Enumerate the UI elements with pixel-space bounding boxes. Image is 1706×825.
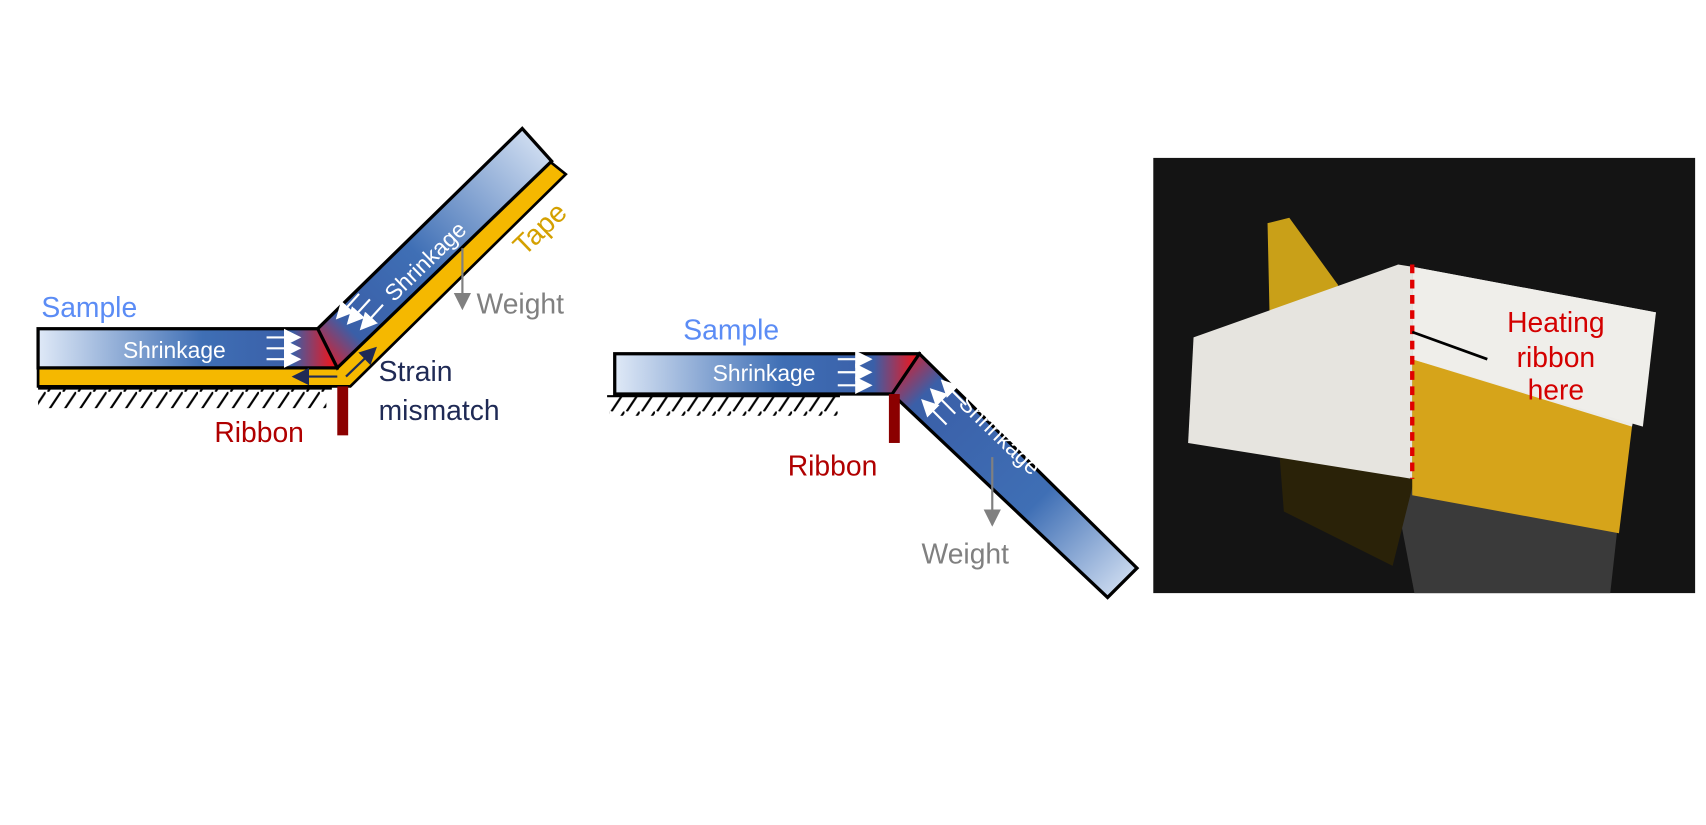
- ribbon-label: Ribbon: [214, 416, 304, 448]
- left-panel: [1188, 264, 1413, 479]
- ribbon-heater: [888, 394, 900, 443]
- pointer-line: [1411, 330, 1488, 361]
- shrinkage-label: Shrinkage: [713, 360, 816, 386]
- sample-label: Sample: [41, 291, 137, 323]
- ground-hatch: [609, 396, 838, 416]
- shrinkage-arrows: [266, 293, 384, 368]
- ribbon-label: ribbon: [1517, 341, 1596, 373]
- strain-label: Strain: [379, 355, 453, 387]
- here-label: here: [1528, 373, 1585, 405]
- shrinkage-arrows: [837, 350, 967, 426]
- ribbon-label: Ribbon: [788, 450, 878, 482]
- diagram-middle: Sample Shrinkage Shrinkage Weight Ribbon: [607, 314, 1140, 600]
- weight-label: Weight: [477, 287, 565, 319]
- heating-label: Heating: [1507, 306, 1604, 338]
- ribbon-heater: [337, 386, 349, 436]
- sample-arm: [890, 351, 1140, 600]
- sample-arm: [315, 126, 554, 371]
- shrinkage-label: Shrinkage: [123, 337, 226, 363]
- right-panel-tape: [1412, 359, 1633, 534]
- ground-hatch: [38, 388, 327, 409]
- mismatch-label: mismatch: [379, 394, 500, 426]
- diagram-left: Sample Shrinkage Shrinkage Tape Weight S…: [36, 126, 573, 448]
- weight-label: Weight: [922, 538, 1010, 570]
- strain-arrows: [291, 346, 377, 386]
- sample-label: Sample: [683, 314, 779, 346]
- sample-photo: Heating ribbon here: [1153, 157, 1696, 594]
- right-panel-top: [1412, 266, 1656, 427]
